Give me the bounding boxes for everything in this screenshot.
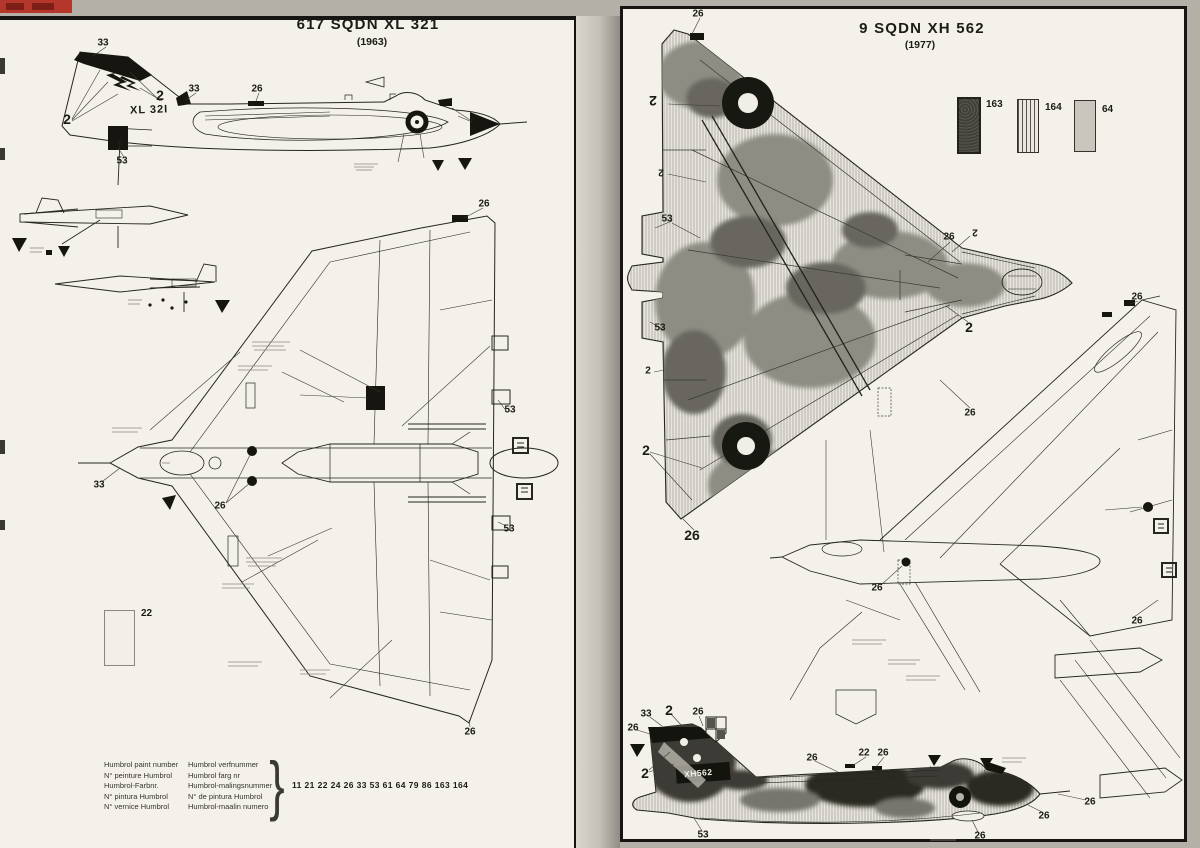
callout-26: 26	[943, 231, 955, 243]
callout-26: 26	[692, 8, 704, 20]
scan-edge-mark	[0, 440, 5, 454]
callout-33: 33	[97, 37, 109, 49]
callout-53: 53	[697, 829, 709, 841]
red-mark-detail	[32, 3, 54, 10]
callout-26: 26	[464, 726, 476, 738]
callout-2: 2	[649, 93, 657, 109]
legend-line: Humbrol verfnummer	[188, 760, 259, 769]
legend-column-1: Humbrol paint number N° peinture Humbrol…	[104, 760, 178, 813]
paint-swatch-163	[957, 97, 981, 154]
left-fin-serial: XL 32I	[129, 103, 169, 117]
red-edge-mark	[0, 0, 72, 13]
callout-33: 33	[188, 83, 200, 95]
swatch-164-label: 164	[1045, 102, 1062, 113]
left-page-subtitle: (1963)	[356, 36, 388, 48]
callout-26: 26	[1131, 615, 1143, 627]
scan-edge-mark	[0, 148, 5, 160]
callout-33: 33	[640, 708, 652, 720]
callout-26: 26	[964, 407, 976, 419]
callout-22: 22	[858, 747, 870, 759]
callout-26: 26	[478, 198, 490, 210]
callout-26: 26	[806, 752, 818, 764]
callout-2: 2	[63, 111, 71, 127]
scan-edge-mark	[0, 520, 5, 530]
callout-26: 26	[684, 527, 700, 543]
left-page-title: 617 SQDN XL 321	[296, 16, 440, 33]
right-page-title: 9 SQDN XH 562	[859, 20, 985, 37]
legend-line: N° vernice Humbrol	[104, 802, 170, 811]
legend-line: N° pintura Humbrol	[104, 791, 168, 801]
legend-line: Humbrol-Farbnr.	[104, 781, 159, 790]
right-page-subtitle: (1977)	[904, 39, 936, 51]
callout-26: 26	[214, 500, 226, 512]
callout-2: 2	[965, 319, 973, 335]
callout-26: 26	[1038, 810, 1050, 822]
callout-26: 26	[692, 706, 704, 718]
legend-paint-numbers: 11 21 22 24 26 33 53 61 64 79 86 163 164	[292, 780, 469, 790]
callout-26: 26	[974, 830, 986, 842]
callout-26: 26	[1131, 291, 1143, 303]
callout-53: 53	[504, 404, 516, 416]
callout-26: 26	[627, 722, 639, 734]
callout-26: 26	[251, 83, 263, 95]
callout-26: 26	[1084, 796, 1096, 808]
scan-edge-mark	[0, 58, 5, 74]
legend-line: Humbrol farg nr	[188, 770, 241, 780]
legend-line: N° de pintura Humbrol	[188, 791, 263, 801]
paint-swatch-164	[1017, 99, 1039, 153]
callout-26: 26	[871, 582, 883, 594]
callout-2: 2	[642, 442, 650, 458]
callout-53: 53	[503, 523, 515, 535]
callout-2: 2	[658, 166, 664, 178]
swatch-163-label: 163	[986, 99, 1003, 110]
callout-53: 53	[116, 155, 128, 167]
callout-53: 53	[654, 322, 666, 334]
left-page	[0, 16, 576, 848]
callout-53: 53	[661, 213, 673, 225]
legend-line: Humbrol paint number	[104, 760, 179, 769]
paint-swatch-64	[1074, 100, 1096, 152]
swatch-64-label: 64	[1102, 104, 1114, 115]
legend-column-2: Humbrol verfnummer Humbrol farg nr Humbr…	[188, 760, 272, 813]
swatch-22-label: 22	[141, 608, 153, 619]
page-fold	[576, 16, 620, 848]
right-page	[620, 6, 1187, 842]
callout-2: 2	[156, 87, 164, 103]
paint-swatch-22	[104, 610, 135, 666]
legend-line: Humbrol-malingsnummer	[188, 781, 273, 790]
callout-33: 33	[93, 479, 105, 491]
callout-2: 2	[645, 365, 651, 377]
callout-2: 2	[641, 765, 649, 781]
callout-2: 2	[665, 702, 673, 718]
legend-line: N° peinture Humbrol	[104, 770, 173, 780]
legend-line: Humbrol-maalin numero	[188, 802, 269, 811]
callout-2: 2	[972, 226, 978, 238]
callout-26: 26	[877, 747, 889, 759]
legend-brace: }	[269, 748, 285, 822]
red-mark-detail	[6, 3, 24, 10]
